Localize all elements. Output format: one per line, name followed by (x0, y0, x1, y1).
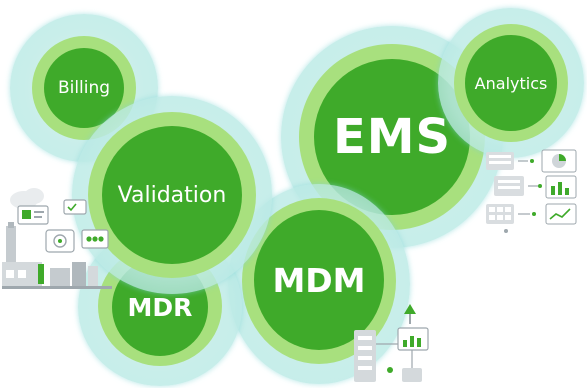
meter-icon (45, 229, 75, 253)
factory-icon (2, 222, 112, 289)
grid-icon (486, 204, 514, 224)
checklist-icon (63, 199, 87, 215)
validation-label: Validation (117, 182, 227, 208)
validation-bubble: Validation (72, 96, 272, 294)
line-chart-icon (545, 203, 577, 225)
cloud-icon (10, 188, 44, 209)
device-icon (402, 368, 422, 382)
mdr-label: MDR (127, 292, 193, 322)
pie-chart-icon (541, 149, 577, 173)
billing-label: Billing (57, 78, 111, 98)
server-icon (354, 330, 376, 382)
table-icon (486, 152, 514, 170)
analytics-bubble: Analytics (438, 8, 584, 158)
ems-label: EMS (332, 109, 452, 165)
document-icon (494, 176, 524, 196)
billing-bubble: Billing (10, 14, 158, 162)
display-panel-icon (81, 229, 109, 249)
bar-chart-icon (545, 175, 577, 199)
antenna-icon (404, 304, 416, 324)
factory-illustration (2, 188, 112, 289)
dashboard-illustration (486, 149, 577, 233)
server-illustration (354, 304, 429, 382)
mdm-label: MDM (272, 260, 366, 300)
chart-monitor-icon (397, 327, 429, 351)
analytics-label: Analytics (474, 73, 548, 93)
monitor-icon (17, 205, 49, 225)
